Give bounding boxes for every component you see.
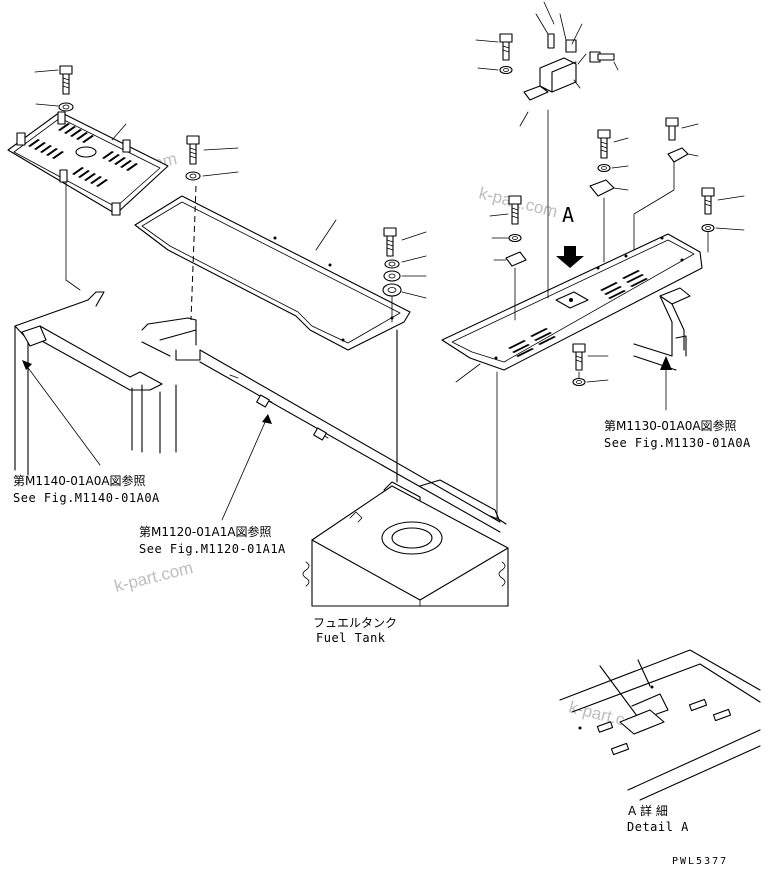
clip-bracket — [667, 147, 699, 163]
bolt-icon — [665, 117, 699, 141]
fuel-tank — [302, 485, 509, 607]
detail-a-label-jp: A 詳 細 — [628, 803, 668, 818]
bolt-icon — [589, 51, 619, 71]
washer-icon — [701, 223, 745, 233]
hinge-bracket — [519, 1, 587, 127]
washer-icon — [35, 102, 74, 112]
clip-bracket — [589, 179, 629, 197]
right-cover-plate — [441, 233, 703, 383]
watermark: k-part.com — [112, 558, 195, 596]
leader-line — [25, 364, 101, 466]
leader-line — [221, 419, 267, 521]
detail-a-view — [559, 649, 761, 801]
bolt-icon — [186, 135, 239, 165]
fuel-tank-label-en: Fuel Tank — [316, 631, 386, 645]
ref-m1140-jp: 第M1140-01A0A図参照 — [13, 473, 146, 488]
ref-m1120-en: See Fig.M1120-01A1A — [139, 542, 286, 556]
view-arrow-icon — [556, 246, 584, 268]
ref-m1120-jp: 第M1120-01A1A図参照 — [139, 524, 272, 539]
ref-m1140-en: See Fig.M1140-01A0A — [13, 491, 160, 505]
washer-icon — [383, 270, 427, 282]
dashed-leader — [190, 185, 197, 321]
bolt-icon — [475, 33, 513, 61]
washer-icon — [491, 233, 522, 243]
center-cover-plate — [134, 195, 411, 351]
machine-frame — [14, 291, 501, 533]
bolt-icon — [489, 195, 522, 225]
clip-bracket — [493, 251, 527, 267]
right-frame-rail — [633, 287, 691, 371]
washer-icon — [597, 163, 629, 173]
washer-icon — [382, 283, 427, 299]
grille-slots — [28, 123, 138, 187]
fuel-tank-label-jp: フュエルタンク — [313, 616, 397, 630]
ref-m1130-jp: 第M1130-01A0A図参照 — [604, 418, 737, 433]
ref-m1130-en: See Fig.M1130-01A0A — [604, 436, 751, 450]
bolt-icon — [34, 65, 73, 95]
washer-icon — [477, 65, 513, 75]
view-marker-label: A — [562, 203, 574, 227]
arrow-head — [660, 356, 672, 370]
washer-icon — [572, 377, 609, 387]
washer-icon — [185, 171, 239, 181]
detail-a-label-en: Detail A — [627, 820, 689, 834]
grille-cover-left — [7, 111, 169, 216]
washer-icon — [384, 255, 427, 269]
bolt-icon — [572, 343, 609, 371]
drawing-code: PWL5377 — [672, 856, 728, 867]
vent-slots — [508, 270, 648, 357]
bolt-icon — [597, 129, 629, 159]
bolt-icon — [701, 187, 745, 215]
bolt-icon — [383, 227, 427, 257]
